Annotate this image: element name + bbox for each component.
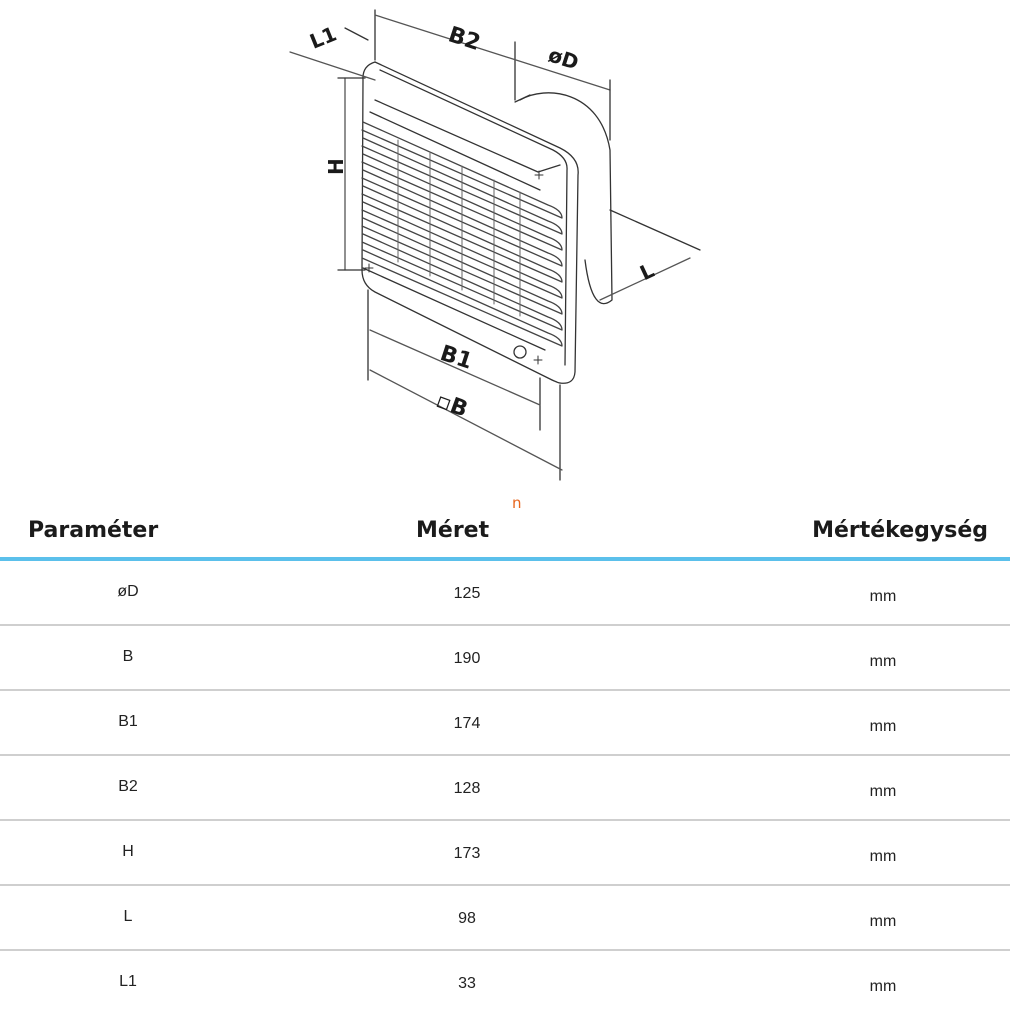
cell-parameter: H	[122, 843, 134, 860]
cell-value: 33	[458, 975, 476, 992]
cell-value: 128	[453, 780, 481, 797]
cell-unit: mm	[869, 718, 897, 735]
table-row: L1 33 mm	[0, 951, 1010, 1016]
label-b2: B2	[445, 22, 483, 56]
cell-value: 190	[453, 650, 481, 667]
header-rule	[0, 557, 1010, 561]
table-row: øD 125 mm	[0, 561, 1010, 626]
header-unit: Mértékegység	[812, 518, 988, 543]
cell-parameter: B	[122, 648, 134, 665]
cell-parameter: B2	[118, 778, 138, 795]
cell-unit: mm	[869, 913, 897, 930]
label-l1: L1	[306, 22, 340, 54]
table-row: B1 174 mm	[0, 691, 1010, 756]
label-b1: B1	[437, 341, 475, 375]
cell-value: 174	[453, 715, 481, 732]
table-row: H 173 mm	[0, 821, 1010, 886]
table-header: Paraméter Méret Mértékegység	[0, 512, 1010, 558]
cell-value: 98	[458, 910, 476, 927]
fan-drawing-svg: L1 B2 øD H L B1 ▫B	[289, 9, 701, 481]
table-body: øD 125 mm B 190 mm B1 174 mm B2 128 mm H…	[0, 561, 1010, 1016]
table-row: L 98 mm	[0, 886, 1010, 951]
stray-mark: n	[512, 494, 522, 512]
cell-unit: mm	[869, 978, 897, 995]
header-size: Méret	[416, 518, 490, 543]
header-parameter: Paraméter	[28, 518, 159, 543]
label-d: øD	[545, 42, 581, 74]
cell-value: 125	[453, 585, 481, 602]
cell-parameter: øD	[117, 583, 139, 600]
cell-value: 173	[453, 845, 481, 862]
cell-unit: mm	[869, 848, 897, 865]
label-b: ▫B	[433, 388, 471, 422]
cell-parameter: L1	[119, 973, 137, 990]
cell-unit: mm	[869, 588, 897, 605]
table-row: B2 128 mm	[0, 756, 1010, 821]
fan-dimension-drawing: L1 B2 øD H L B1 ▫B	[0, 0, 1010, 500]
cell-parameter: B1	[118, 713, 138, 730]
label-h: H	[324, 158, 348, 175]
cell-parameter: L	[123, 908, 133, 925]
cell-unit: mm	[869, 783, 897, 800]
cell-unit: mm	[869, 653, 897, 670]
table-row: B 190 mm	[0, 626, 1010, 691]
